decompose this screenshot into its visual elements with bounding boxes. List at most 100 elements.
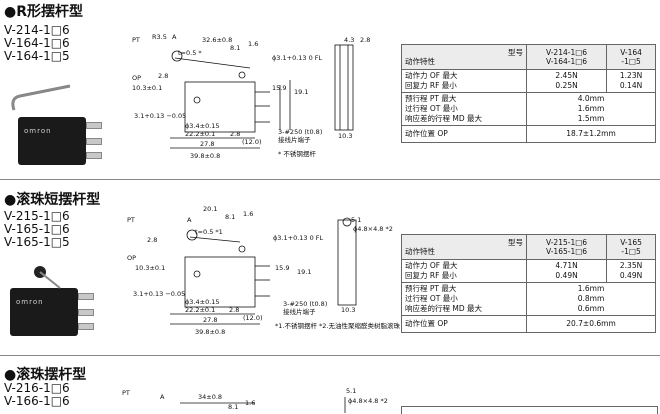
row-label-cell: 动作力 OF 最大 回复力 RF 最小 [401, 69, 527, 93]
terminal [78, 309, 94, 316]
switch-photo: omron [18, 117, 86, 165]
drawing-label: 34±0.8 [198, 393, 222, 401]
value: 0.49N [555, 271, 578, 280]
drawing-label: ϕ4.8×4.8 *2 [353, 225, 393, 233]
value: 0.14N [619, 81, 643, 90]
value-cell: 2.35N 0.49N [606, 259, 656, 283]
value: 1.6mm [577, 284, 605, 293]
section-title-short-roller: ●滚珠短摆杆型 [4, 192, 101, 208]
drawing-label: 4.3 [344, 36, 354, 44]
value: 4.71N [555, 261, 578, 270]
terminal [86, 138, 102, 145]
value: 0.25N [555, 81, 578, 90]
drawing-label: PT [132, 36, 140, 44]
drawing-label: t=0.5 *1 [195, 228, 223, 236]
drawing-label: ϕ3.1+0.13 0 FL [273, 234, 324, 242]
drawing-label: 接线片端子 [283, 307, 316, 316]
terminal [86, 152, 102, 159]
row-label: 动作位置 OP [405, 319, 448, 328]
value: 4.0mm [577, 94, 605, 103]
drawing-label: 20.1 [203, 205, 217, 213]
dimension-drawing: PT R3.5 A t=0.5 * 32.6±0.8 8.1 1.6 ϕ3.1+… [132, 33, 370, 160]
drawing-label: 2.8 [229, 306, 239, 314]
drawing-label: 22.2±0.1 [185, 306, 215, 314]
dimension-drawing: 20.1 8.1 1.6 A t=0.5 *1 ϕ3.1+0.13 0 FL 5… [127, 205, 400, 336]
value: 1.5mm [577, 114, 605, 123]
drawing-label: 27.8 [200, 140, 214, 148]
drawing-label: 8.1 [228, 403, 238, 411]
model-number: V-165-1□5 [4, 235, 70, 249]
drawing-label: 8.1 [230, 44, 240, 52]
drawing-label: OP [127, 254, 136, 262]
row-label: 回复力 RF 最小 [405, 81, 457, 90]
row-label-cell: 动作位置 OP [401, 315, 527, 333]
row-label: 预行程 PT 最大 [405, 284, 457, 293]
drawing-label: 3.1+0.13 −0.05 [133, 290, 185, 298]
row-label: 回复力 RF 最小 [405, 271, 457, 280]
drawing-label: 27.8 [203, 316, 217, 324]
model-list: V-216-1□6 V-166-1□6 [4, 382, 70, 408]
drawing-label: 10.3±0.1 [135, 264, 165, 272]
value: 0.8mm [577, 294, 605, 303]
value: 2.35N [619, 261, 643, 270]
drawing-label: R3.5 [152, 33, 167, 41]
value: 18.7±1.2mm [566, 129, 616, 138]
row-label: 过行程 OT 最小 [405, 104, 458, 113]
drawing-label: 19.1 [297, 268, 311, 276]
brand-logo: omron [16, 298, 44, 306]
drawing-label: 10.3 [338, 132, 352, 140]
drawing-label: 1.6 [243, 210, 253, 218]
value: 1.23N [619, 71, 643, 80]
model-list: V-215-1□6 V-165-1□6 V-165-1□5 [4, 210, 70, 249]
drawing-label: 3-#250 (t0.8) [278, 128, 322, 136]
model-header-label: 型号 [508, 47, 523, 57]
model-number: V-215-1□6 [4, 209, 70, 223]
drawing-label: (12.0) [242, 138, 262, 146]
drawing-label: 2.8 [158, 72, 168, 80]
row-label-cell: 预行程 PT 最大 过行程 OT 最小 响应差的行程 MD 最大 [401, 92, 527, 126]
drawing-label: A [160, 393, 165, 401]
drawing-label: 10.3 [341, 306, 355, 314]
model-number: V-216-1□6 [4, 381, 70, 395]
section-title-roller-lever: ●滚珠摆杆型 [4, 367, 87, 383]
row-label: 动作力 OF 最大 [405, 261, 458, 270]
column-header: V-164 -1□5 [606, 44, 656, 70]
drawing-label: PT [122, 389, 130, 397]
model-list: V-214-1□6 V-164-1□6 V-164-1□5 [4, 24, 70, 63]
row-label: 响应差的行程 MD 最大 [405, 114, 483, 123]
value-cell: 1.23N 0.14N [606, 69, 656, 93]
spec-table-partial [401, 406, 658, 414]
value-cell: 20.7±0.6mm [526, 315, 656, 333]
terminal [86, 122, 102, 129]
value: 20.7±0.6mm [566, 319, 616, 328]
row-label: 响应差的行程 MD 最大 [405, 304, 483, 313]
drawing-label: 接线片端子 [278, 135, 311, 144]
drawing-label: 15.9 [275, 264, 289, 272]
drawing-label: 3-#250 (t0.8) [283, 300, 327, 308]
drawing-label: 15.9 [272, 84, 286, 92]
value: 1.6mm [577, 104, 605, 113]
drawing-label: 39.8±0.8 [190, 152, 220, 160]
drawing-label: (12.0) [243, 314, 263, 322]
switch-photo: omron [10, 288, 78, 336]
value-cell: 1.6mm 0.8mm 0.6mm [526, 282, 656, 316]
drawing-label: 2.8 [147, 236, 157, 244]
column-header: V-165 -1□5 [606, 234, 656, 260]
drawing-label: ϕ4.8×4.8 *2 [348, 397, 388, 405]
char-header-label: 动作特性 [405, 246, 435, 256]
terminal [78, 323, 94, 330]
drawing-label: OP [132, 74, 141, 82]
drawing-label: 1.6 [248, 40, 258, 48]
spec-table: 型号 动作特性 V-214-1□6 V-164-1□6 V-164 -1□5 动… [401, 44, 656, 143]
drawing-label: ϕ3.4±0.15 [185, 298, 220, 306]
drawing-label: 32.6±0.8 [202, 36, 232, 44]
row-label-cell: 动作位置 OP [401, 125, 527, 143]
model-number: V-165-1□6 [4, 222, 70, 236]
drawing-note: * 不锈钢摆杆 [278, 149, 316, 158]
row-label-cell: 动作力 OF 最大 回复力 RF 最小 [401, 259, 527, 283]
drawing-label: A [187, 216, 192, 224]
dimension-drawing: PT A 34±0.8 8.1 1.6 5.1 ϕ4.8×4.8 *2 [122, 387, 388, 413]
row-label: 预行程 PT 最大 [405, 94, 457, 103]
